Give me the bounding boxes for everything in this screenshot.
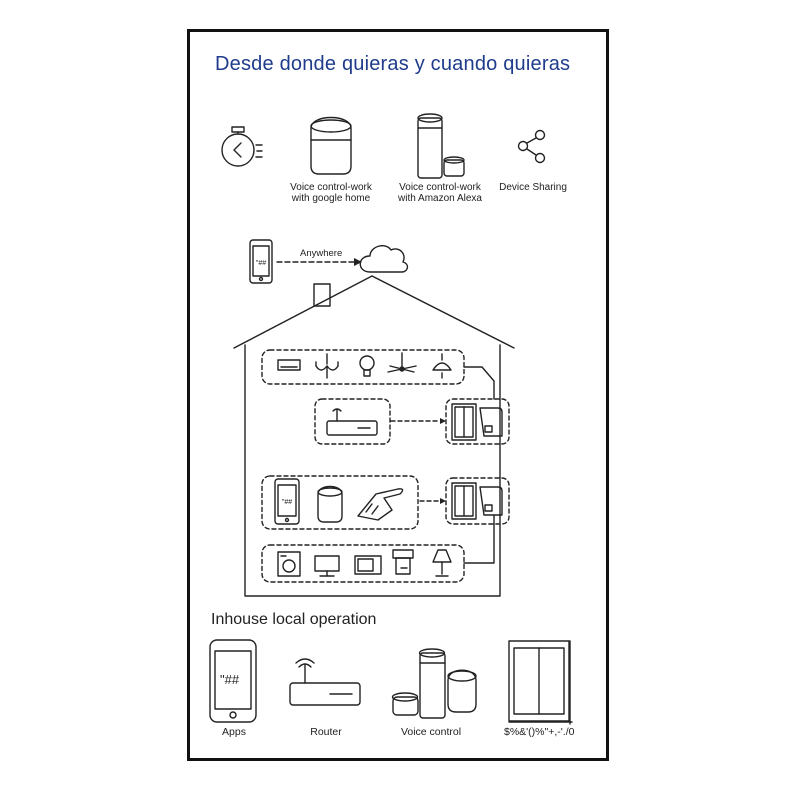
voice-control-label: Voice control <box>400 726 462 738</box>
router-icon <box>326 408 378 436</box>
lights-connector <box>463 366 495 400</box>
house-phone-text: "## <box>282 499 292 506</box>
sharing-caption: Device Sharing <box>499 182 567 193</box>
router-group <box>314 398 391 445</box>
page-title: Desde donde quieras y cuando quieras <box>215 53 571 75</box>
google-home-icon <box>447 669 477 713</box>
wall-switch-icon <box>451 482 503 520</box>
bulb-icon <box>359 355 375 377</box>
finger-touch-icon <box>357 488 404 521</box>
switch-group-2 <box>445 477 510 525</box>
anywhere-label: Anywhere <box>300 248 342 259</box>
amazon-echo-icon <box>417 113 465 179</box>
phone-icon <box>209 639 257 723</box>
google-home-icon <box>310 116 352 175</box>
microwave-icon <box>354 555 382 575</box>
share-icon <box>517 129 546 164</box>
alexa-caption-line1: Voice control-work <box>399 182 482 193</box>
wall-switch-icon <box>508 640 573 725</box>
remote-phone-text: "## <box>256 260 266 267</box>
cloud-icon <box>359 245 409 273</box>
switch-group-1 <box>445 398 510 445</box>
appliances-connector <box>463 514 495 564</box>
smart-speaker-icon <box>391 692 419 716</box>
smart-speaker-icon <box>317 485 343 523</box>
google-caption-line2: with google home <box>291 193 371 204</box>
wall-switch-icon <box>451 403 503 441</box>
router-icon <box>289 658 361 706</box>
ceiling-fan-icon <box>387 352 417 373</box>
apps-label: Apps <box>222 726 246 738</box>
inhouse-title: Inhouse local operation <box>211 611 377 628</box>
amazon-echo-icon <box>418 648 446 719</box>
switch-label: $%&'()%"+,-'./0 <box>504 726 575 738</box>
poster-frame <box>187 29 609 761</box>
alexa-caption-line2: with Amazon Alexa <box>397 193 482 204</box>
inhouse-phone-text: "## <box>220 672 240 687</box>
google-caption-line1: Voice control-work <box>290 182 373 193</box>
phone-icon <box>274 478 300 525</box>
coffee-machine-icon <box>392 549 414 575</box>
router-label: Router <box>310 726 342 738</box>
table-lamp-icon <box>432 549 452 577</box>
chandelier-icon <box>315 353 339 379</box>
house-outline <box>233 275 515 597</box>
pendant-lamp-icon <box>432 353 452 379</box>
appliances-group <box>261 544 465 583</box>
control-group <box>261 475 419 530</box>
stopwatch-icon <box>221 126 263 167</box>
washing-machine-icon <box>277 551 301 577</box>
tv-icon <box>314 555 340 577</box>
air-conditioner-icon <box>277 359 301 371</box>
phone-icon <box>249 239 273 284</box>
